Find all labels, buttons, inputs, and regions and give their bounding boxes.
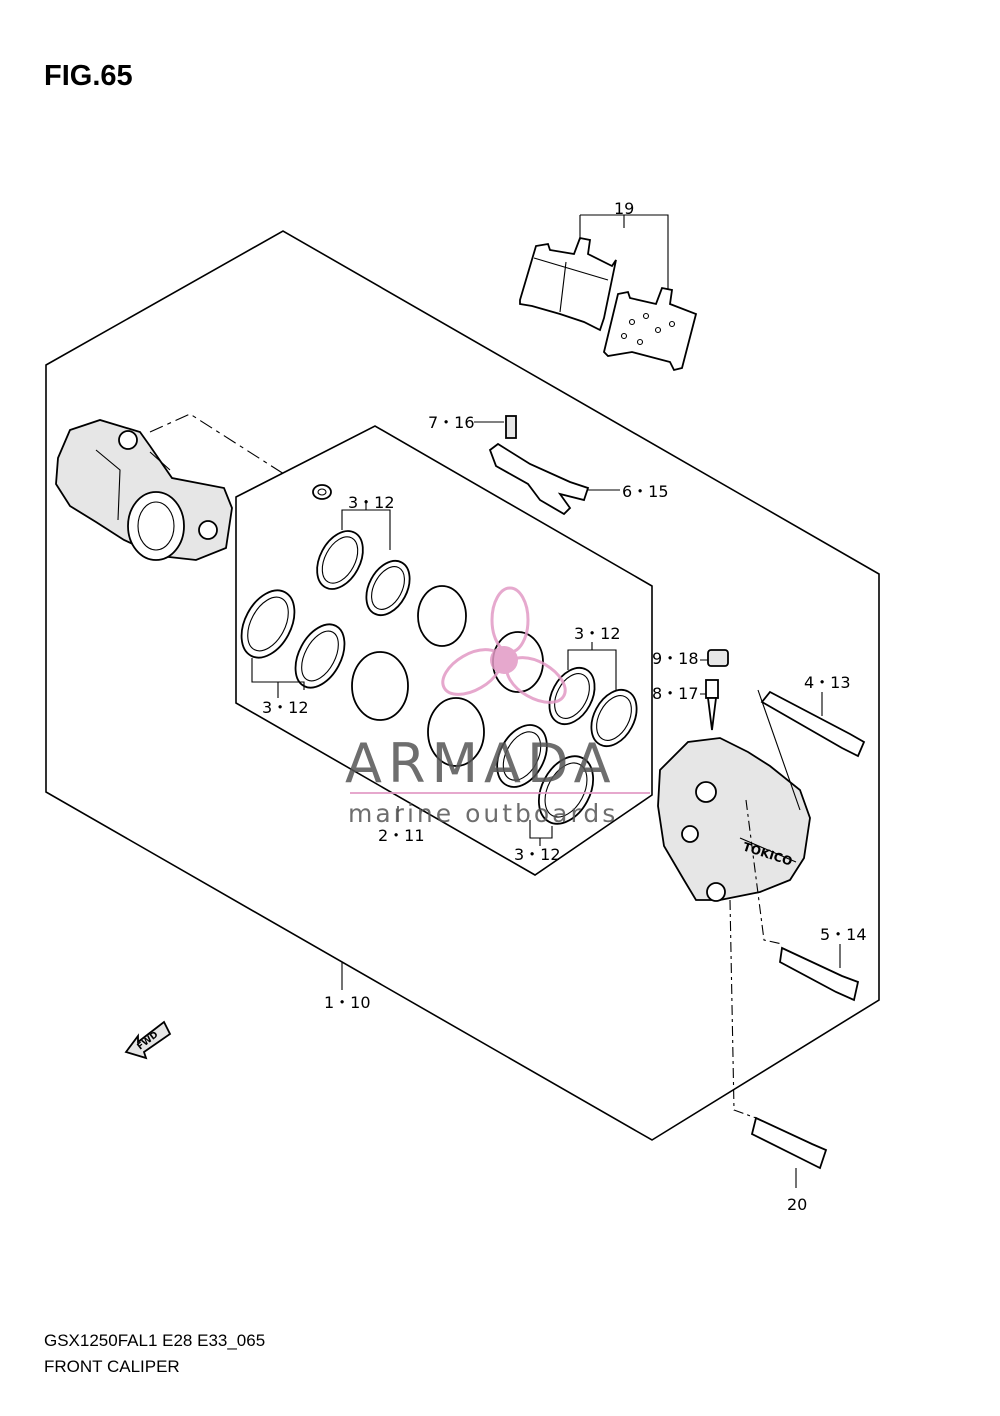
callout-1-10: 1・10 — [324, 993, 371, 1012]
watermark-propeller-icon — [441, 586, 567, 704]
caliper-inner-half — [55, 419, 233, 561]
mounting-bracket — [488, 415, 590, 516]
callout-2-11: 2・11 — [378, 826, 425, 845]
watermark-brand: ARMADA — [345, 732, 617, 795]
bleeder-screw — [705, 679, 719, 731]
seal-kit-frame — [235, 425, 653, 876]
footer-assembly-name: FRONT CALIPER — [44, 1357, 180, 1376]
caliper-assembly-frame — [45, 230, 880, 1141]
callout-8-17: 8・17 — [652, 684, 699, 703]
forward-arrow-icon: FWD — [124, 1020, 172, 1060]
brake-pad-set — [519, 236, 698, 372]
caliper-bolt-lower — [750, 1116, 828, 1170]
watermark: ARMADA marine outboards — [345, 586, 650, 828]
seal-kit-parts — [240, 530, 638, 825]
callout-7-16: 7・16 — [428, 413, 475, 432]
callout-3-12-bottom: 3・12 — [514, 845, 561, 864]
callout-9-18: 9・18 — [652, 649, 699, 668]
callout-3-12-top: 3・12 — [348, 493, 395, 512]
callout-3-12-right: 3・12 — [574, 624, 621, 643]
washer — [312, 484, 332, 500]
footer-model-code: GSX1250FAL1 E28 E33_065 — [44, 1331, 266, 1350]
callout-19: 19 — [614, 199, 634, 218]
watermark-tagline: marine outboards — [348, 799, 618, 828]
callout-20: 20 — [787, 1195, 807, 1214]
callout-6-15: 6・15 — [622, 482, 669, 501]
brake-pad-right — [603, 286, 698, 372]
caliper-bolt-upper — [779, 946, 860, 1002]
brake-pad-left — [519, 236, 617, 332]
callout-4-13: 4・13 — [804, 673, 851, 692]
figure-title: FIG.65 — [44, 60, 133, 92]
bleeder-cap — [707, 649, 729, 667]
caliper-outer-half — [657, 737, 811, 902]
callout-5-14: 5・14 — [820, 925, 867, 944]
callout-3-12-left: 3・12 — [262, 698, 309, 717]
